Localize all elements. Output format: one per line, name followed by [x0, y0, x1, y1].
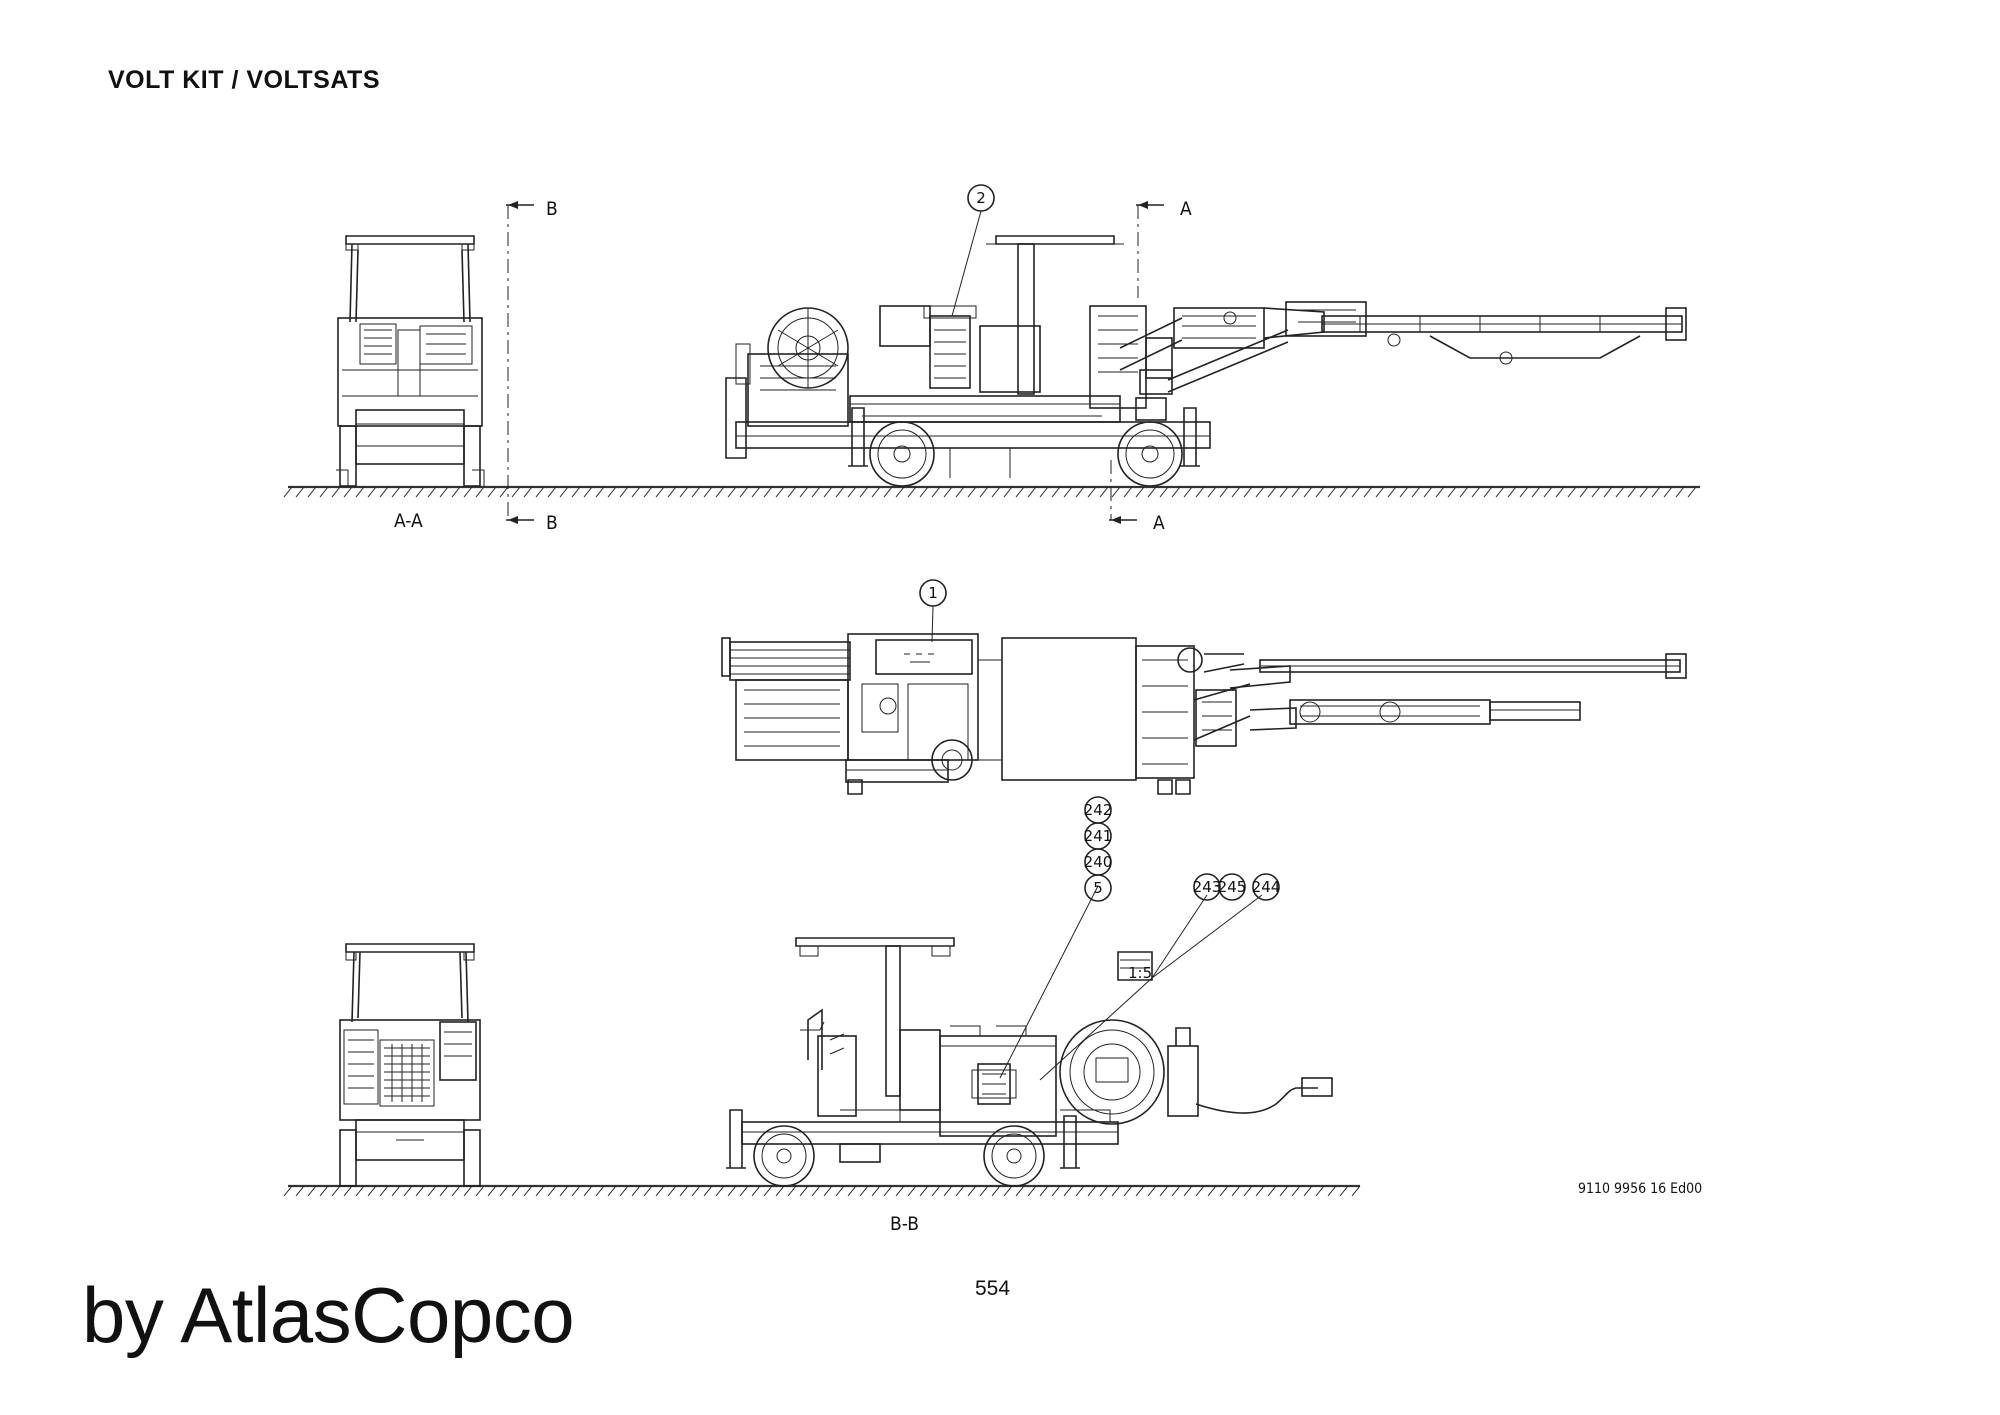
ground-line-bottom [283, 1184, 1361, 1197]
balloon-item-5: 5 [1084, 874, 1112, 902]
balloon-item-245: 245 [1218, 873, 1247, 901]
page-number: 554 [975, 1277, 1011, 1300]
balloon-item-242: 242 [1084, 796, 1113, 824]
balloon-item-244: 244 [1252, 873, 1281, 901]
section-letter-a-bottom: A [1153, 512, 1165, 534]
front-view-aa [336, 235, 485, 487]
balloon-item-243: 243 [1193, 873, 1222, 901]
balloon-item-241: 241 [1084, 822, 1113, 850]
section-cut-a [1109, 201, 1164, 524]
section-letter-a-top: A [1180, 198, 1192, 220]
section-letter-b-bottom: B [546, 512, 558, 534]
brand-footer: by AtlasCopco [82, 1271, 575, 1359]
section-cut-b [506, 201, 534, 524]
balloon-label-241: 241 [1084, 827, 1113, 845]
page-title: VOLT KIT / VOLTSATS [108, 66, 380, 94]
balloon-label-244: 244 [1252, 878, 1281, 896]
section-label-bb: B-B [890, 1213, 919, 1235]
balloon-label-242: 242 [1084, 801, 1113, 819]
balloon-label-2: 2 [976, 189, 986, 207]
plan-view [721, 633, 1687, 795]
balloon-label-245: 245 [1218, 878, 1247, 896]
leader-lines [951, 210, 1263, 1081]
section-label-aa: A-A [394, 510, 423, 532]
balloon-label-243: 243 [1193, 878, 1222, 896]
detail-scale-text: 1:5 [1128, 964, 1152, 982]
balloon-item-240: 240 [1084, 848, 1113, 876]
drawing-number: 9110 9956 16 Ed00 [1578, 1181, 1702, 1197]
side-view-bottom [726, 937, 1333, 1187]
rear-view-bb [339, 943, 481, 1187]
balloon-label-240: 240 [1084, 853, 1113, 871]
balloon-label-5: 5 [1093, 879, 1103, 897]
ground-line-top [283, 485, 1700, 498]
section-letter-b-top: B [546, 198, 558, 220]
balloon-label-1: 1 [928, 584, 938, 602]
side-view-top [725, 235, 1687, 487]
balloon-item-2: 2 [967, 184, 995, 212]
balloon-item-1: 1 [919, 579, 947, 643]
